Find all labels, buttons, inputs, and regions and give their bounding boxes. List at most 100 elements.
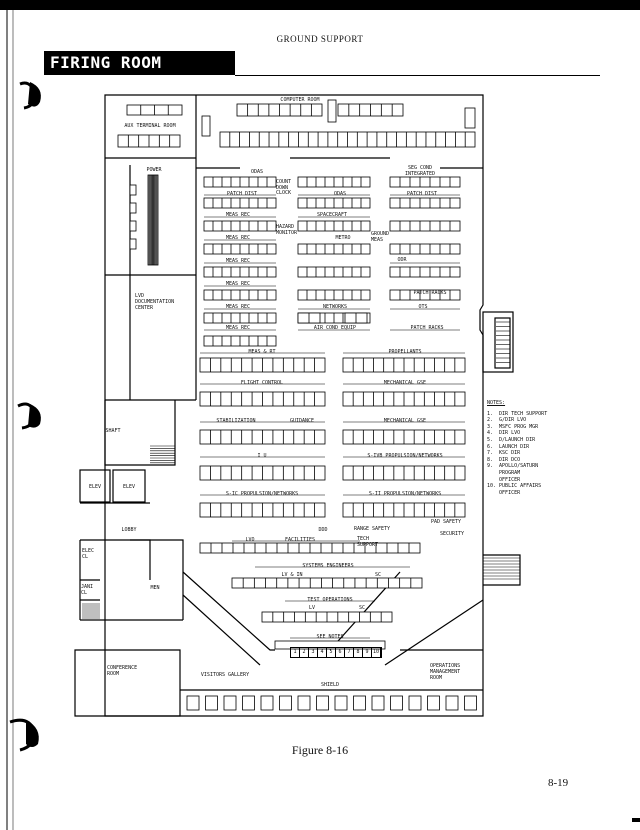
patch-racks-top-label: PATCH RACKS bbox=[413, 290, 447, 296]
lv-label: LV bbox=[308, 605, 316, 611]
sc-2-label: SC bbox=[358, 605, 366, 611]
note-item: 8. DIR DCO bbox=[487, 456, 521, 463]
computer-cabinet bbox=[201, 115, 211, 137]
mechanical-gse-2-label: MECHANICAL GSE bbox=[383, 418, 427, 424]
lower-right-bank bbox=[342, 429, 466, 445]
right-bank bbox=[389, 243, 461, 255]
meas-rec-5-label: MEAS REC bbox=[225, 304, 251, 310]
computer-bank bbox=[337, 103, 404, 117]
note-item: 9. APOLLO/SATURN bbox=[487, 463, 539, 470]
meas-rec-bank bbox=[203, 197, 277, 209]
power-rack bbox=[129, 238, 137, 250]
gallery-window bbox=[353, 695, 366, 711]
range-safety-label: RANGE SAFETY bbox=[353, 526, 391, 532]
lower-left-bank bbox=[199, 429, 326, 445]
visitors-gallery-label: VISITORS GALLERY bbox=[200, 672, 250, 678]
title-rule bbox=[235, 55, 600, 76]
lv-and-in-label: LV & IN bbox=[281, 572, 303, 578]
gallery-window bbox=[223, 695, 237, 711]
air-cond-equip-label: AIR COND EQUIP bbox=[313, 325, 357, 331]
notes-title: NOTES: bbox=[487, 400, 506, 406]
computer-cabinet bbox=[464, 107, 476, 129]
page-number: 8-19 bbox=[548, 777, 569, 789]
pad-safety-label: PAD SAFETY bbox=[430, 519, 462, 525]
gallery-window bbox=[297, 695, 311, 711]
note-item: 10. PUBLIC AFFAIRS bbox=[487, 483, 542, 490]
figure-title: FIRING ROOM (TYPICAL) bbox=[44, 51, 235, 96]
meas-rec-1-label: MEAS REC bbox=[225, 212, 251, 218]
lower-right-bank bbox=[342, 391, 466, 407]
mechanical-gse-1-label: MECHANICAL GSE bbox=[383, 380, 427, 386]
management-console-seat: 9 bbox=[363, 648, 372, 657]
ots-label: OTS bbox=[418, 304, 428, 310]
note-item: OFFICER bbox=[487, 476, 521, 483]
gallery-window bbox=[334, 695, 348, 711]
center-bank bbox=[297, 176, 371, 188]
meas-rec-2-label: MEAS REC bbox=[225, 235, 251, 241]
lvo-label: LVO bbox=[245, 537, 255, 543]
operations-management-room-label: OPERATIONS MANAGEMENT ROOM bbox=[430, 663, 461, 681]
right-bank bbox=[389, 197, 461, 209]
note-item: 2. G/DIR LVO bbox=[487, 417, 527, 424]
lower-left-bank bbox=[199, 391, 326, 407]
center-bank bbox=[297, 312, 321, 324]
page-header: GROUND SUPPORT bbox=[276, 34, 364, 44]
right-bank bbox=[389, 220, 461, 232]
note-item: OFFICER bbox=[487, 489, 521, 496]
facilities-label: FACILITIES bbox=[284, 537, 316, 543]
test-operations-bank bbox=[261, 611, 393, 623]
computer-bank bbox=[236, 103, 323, 117]
center-bank bbox=[297, 266, 371, 278]
gallery-window bbox=[186, 695, 200, 711]
sivb-propulsion-label: S-IVB PROPULSION/NETWORKS bbox=[367, 453, 443, 459]
lvd-documentation-center-label: LVD DOCUMENTATION CENTER bbox=[135, 293, 175, 311]
lower-left-bank bbox=[199, 465, 326, 481]
center-bank bbox=[297, 220, 371, 232]
lower-left-bank bbox=[199, 357, 326, 373]
power-rack bbox=[129, 202, 137, 214]
top-border-bar bbox=[0, 0, 640, 10]
patch-dist-left-label: PATCH DIST bbox=[226, 191, 258, 197]
iu-label: I U bbox=[257, 453, 267, 459]
elev-2-label: ELEV bbox=[122, 484, 136, 490]
meas-rec-4-label: MEAS REC bbox=[225, 281, 251, 287]
security-label: SECURITY bbox=[439, 531, 465, 537]
gallery-window bbox=[242, 695, 255, 711]
propellants-label: PROPELLANTS bbox=[388, 349, 422, 355]
shaft-label: SHAFT bbox=[105, 428, 121, 434]
networks-label: NETWORKS bbox=[322, 304, 348, 310]
gallery-window bbox=[427, 695, 440, 711]
gallery-window bbox=[390, 695, 403, 711]
computer-bank bbox=[219, 131, 476, 148]
gallery-window bbox=[205, 695, 218, 711]
management-console-seat: 5 bbox=[327, 648, 336, 657]
figure-caption: Figure 8-16 bbox=[291, 743, 349, 757]
men-label: MEN bbox=[150, 585, 160, 591]
gallery-window bbox=[371, 695, 385, 711]
elec-cl-label: ELEC CL bbox=[82, 548, 95, 560]
power-label: POWER bbox=[146, 167, 162, 173]
ground-meas-label: GROUND MEAS bbox=[371, 231, 390, 243]
meas-rec-bank bbox=[203, 289, 277, 301]
jani-cl-label: JANI CL bbox=[81, 584, 94, 596]
note-item: 3. MSFC PROG MGR bbox=[487, 423, 539, 430]
note-item: 6. LAUNCH DIR bbox=[487, 443, 530, 450]
patch-racks-bottom-label: PATCH RACKS bbox=[410, 325, 444, 331]
see-notes-label: SEE NOTES bbox=[316, 634, 344, 640]
test-operations-label: TEST OPERATIONS bbox=[307, 597, 353, 603]
management-console bbox=[274, 640, 386, 650]
right-bank bbox=[389, 289, 461, 301]
meas-rec-bank bbox=[203, 335, 277, 347]
meas-rec-bank bbox=[203, 176, 277, 188]
meas-rec-bank bbox=[203, 312, 277, 324]
count-down-clock-label: COUNT DOWN CLOCK bbox=[276, 179, 292, 196]
tech-support-label: TECH SUPPORT bbox=[357, 536, 379, 548]
power-rack bbox=[129, 184, 137, 196]
meas-rt-label: MEAS & RT bbox=[248, 349, 276, 355]
management-console-seat: 10 bbox=[372, 648, 381, 657]
flight-control-label: FLIGHT CONTROL bbox=[240, 380, 284, 386]
gallery-window bbox=[464, 695, 477, 711]
